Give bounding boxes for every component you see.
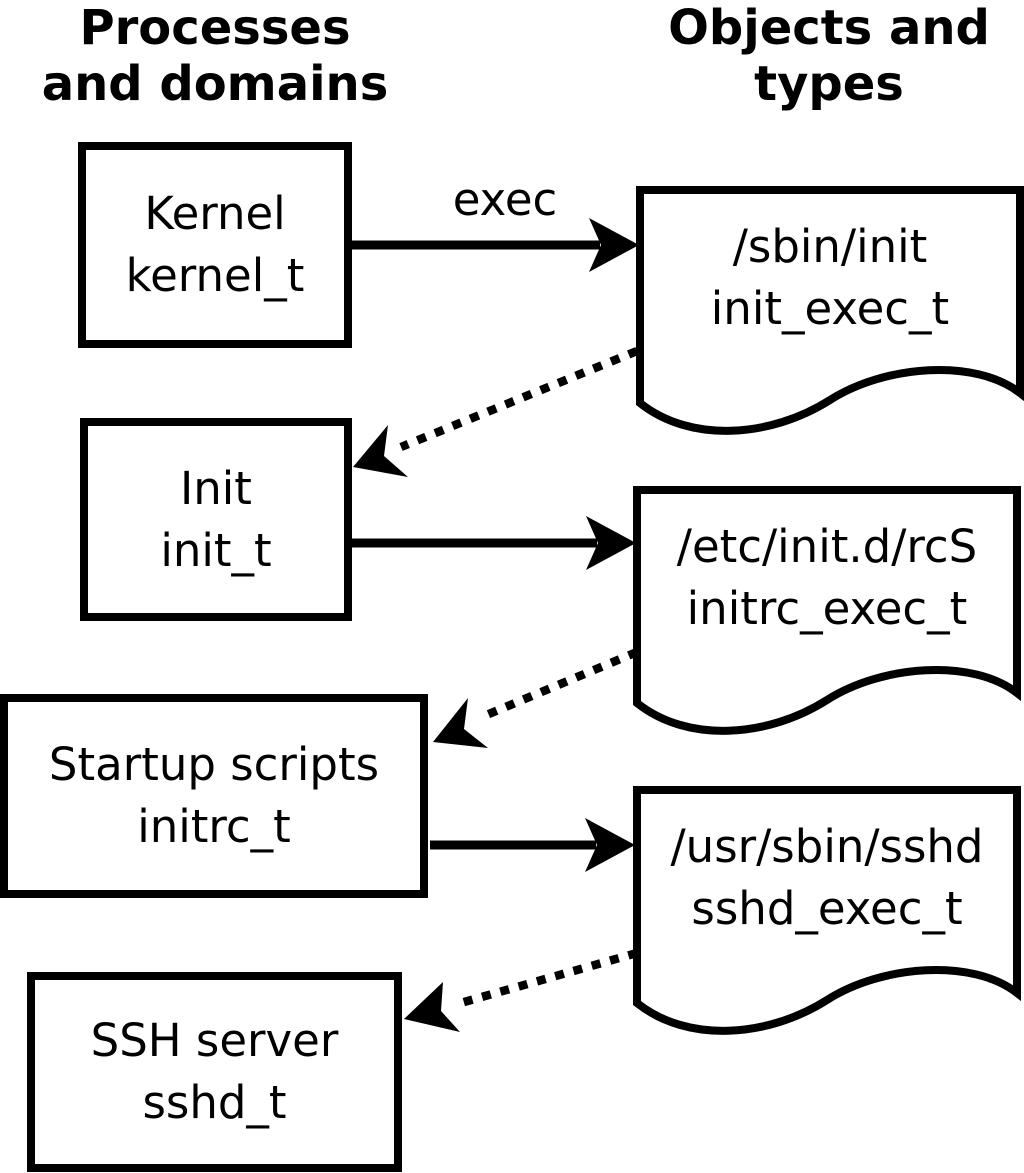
- arrowhead-icon: [586, 516, 636, 570]
- exec-arrow-init-to-etc-initd-rcs: [352, 516, 636, 570]
- process-name: Startup scripts: [48, 738, 380, 791]
- arrowhead-icon: [585, 818, 635, 872]
- transition-arrow-sshd-to-ssh-server: [404, 948, 639, 1032]
- heading-objects-and-types: Objects and types: [624, 0, 1024, 112]
- exec-arrow-startup-scripts-to-usr-sbin-sshd: [430, 818, 635, 872]
- object-label-etc-initd-rcs: /etc/init.d/rcS initrc_exec_t: [637, 516, 1017, 640]
- heading-line: types: [754, 56, 904, 112]
- process-domain-type: sshd_t: [142, 1076, 287, 1129]
- transition-arrow-sbin-init-to-init: [353, 347, 639, 477]
- heading-line: Processes: [79, 0, 351, 56]
- transition-arrow-rcs-to-startup-scripts: [433, 648, 639, 748]
- process-box-init: Init init_t: [80, 418, 352, 621]
- process-domain-type: init_t: [160, 523, 272, 577]
- exec-arrow-kernel-to-sbin-init: [352, 218, 639, 272]
- process-name: SSH server: [90, 1014, 339, 1067]
- heading-processes-and-domains: Processes and domains: [10, 0, 420, 112]
- process-domain-type: kernel_t: [125, 249, 305, 302]
- object-type: sshd_exec_t: [691, 882, 963, 935]
- arrowhead-icon: [404, 982, 460, 1032]
- object-label-usr-sbin-sshd: /usr/sbin/sshd sshd_exec_t: [637, 816, 1017, 940]
- arrowhead-icon: [589, 218, 639, 272]
- process-box-kernel: Kernel kernel_t: [78, 142, 352, 348]
- process-name: Kernel: [144, 187, 286, 240]
- object-label-sbin-init: /sbin/init init_exec_t: [640, 216, 1020, 340]
- arrowhead-icon: [353, 425, 408, 477]
- process-box-startup-scripts: Startup scripts initrc_t: [0, 694, 428, 898]
- object-path: /sbin/init: [732, 220, 928, 273]
- process-name: Init: [180, 461, 252, 515]
- heading-line: Objects and: [668, 0, 990, 56]
- process-box-ssh-server: SSH server sshd_t: [27, 972, 402, 1172]
- object-type: init_exec_t: [710, 282, 950, 335]
- exec-arrow-label: exec: [452, 173, 558, 226]
- object-path: /usr/sbin/sshd: [670, 820, 984, 873]
- heading-line: and domains: [41, 56, 389, 112]
- arrowhead-icon: [433, 698, 488, 748]
- process-domain-type: initrc_t: [137, 800, 291, 853]
- object-path: /etc/init.d/rcS: [676, 520, 978, 573]
- object-type: initrc_exec_t: [686, 582, 968, 635]
